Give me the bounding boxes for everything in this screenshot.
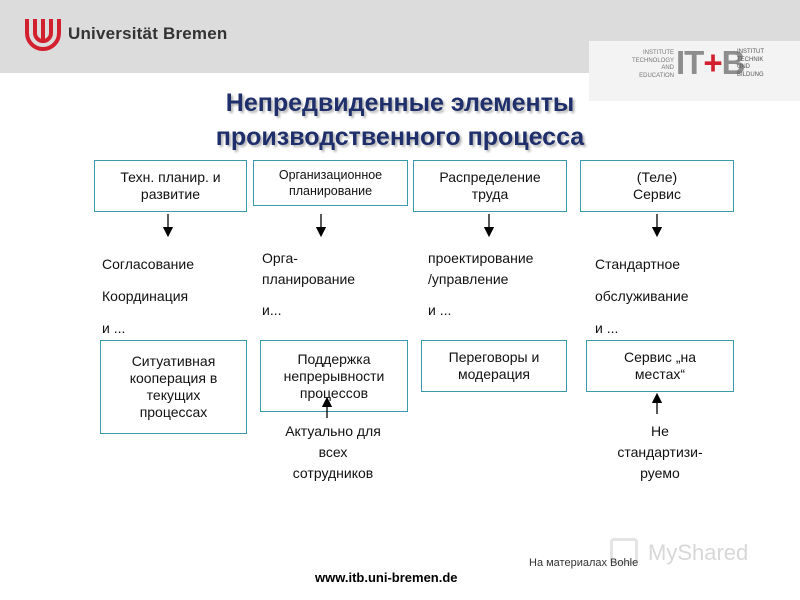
slide-title: Непредвиденные элементы производственног… — [215, 89, 585, 151]
itb-right-text: INSTITUT TECHNIK UND BILDUNG — [737, 49, 764, 78]
university-logo-icon — [25, 19, 61, 51]
footer-url[interactable]: www.itb.uni-bremen.de — [315, 570, 458, 585]
watermark-icon — [610, 538, 638, 564]
box-teleservice: (Теле)Сервис — [580, 160, 734, 212]
itb-left-text: INSTITUTE TECHNOLOGY AND EDUCATION — [631, 50, 674, 79]
itb-logo-panel — [589, 41, 800, 101]
itb-logo-mark: IT+B — [676, 44, 745, 81]
university-name: Universität Bremen — [68, 24, 228, 43]
watermark-text: MyShared — [648, 540, 749, 565]
source-credit: На материалах Bohle — [529, 557, 639, 569]
